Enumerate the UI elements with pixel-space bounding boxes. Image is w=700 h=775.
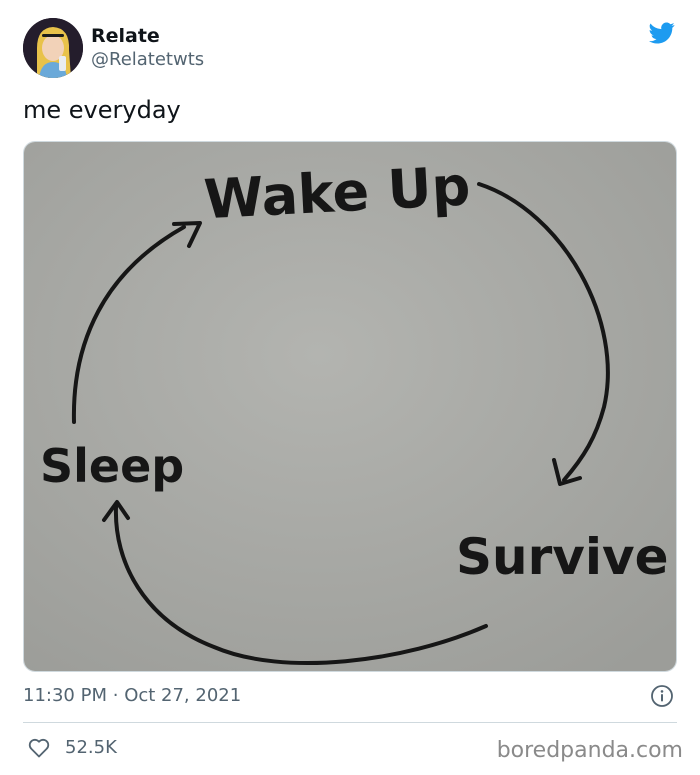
user-handle[interactable]: @Relatetwts bbox=[91, 49, 205, 70]
tweet-header: Relate @Relatetwts bbox=[23, 18, 204, 78]
avatar[interactable] bbox=[23, 18, 83, 78]
cycle-arrow-top-right bbox=[477, 182, 610, 482]
tweet-timestamp[interactable]: 11:30 PM · Oct 27, 2021 bbox=[23, 684, 241, 708]
display-name[interactable]: Relate bbox=[91, 25, 160, 47]
like-count[interactable]: 52.5K bbox=[65, 737, 117, 758]
twitter-bird-icon[interactable] bbox=[647, 20, 677, 46]
divider bbox=[23, 722, 677, 723]
sketch-image: Wake Up Survive Sleep bbox=[24, 142, 676, 671]
info-icon[interactable] bbox=[650, 684, 674, 708]
cycle-arrow-left bbox=[71, 225, 186, 424]
arrowhead-survive bbox=[552, 458, 582, 486]
avatar-icon bbox=[23, 18, 83, 78]
tweet-time[interactable]: 11:30 PM bbox=[23, 685, 107, 706]
cycle-arrow-bottom bbox=[113, 505, 488, 666]
tweet-date[interactable]: Oct 27, 2021 bbox=[124, 685, 242, 706]
tweet-image[interactable]: Wake Up Survive Sleep bbox=[23, 141, 677, 672]
tweet-text: me everyday bbox=[23, 96, 181, 124]
label-sleep: Sleep bbox=[40, 439, 184, 493]
label-wake-up: Wake Up bbox=[202, 154, 471, 231]
watermark: boredpanda.com bbox=[496, 738, 683, 763]
like-section[interactable]: 52.5K bbox=[27, 736, 117, 760]
arrowhead-wake bbox=[172, 221, 202, 248]
arrowhead-sleep bbox=[102, 500, 130, 522]
meta-separator: · bbox=[112, 685, 119, 706]
label-survive: Survive bbox=[456, 528, 669, 586]
heart-icon[interactable] bbox=[27, 736, 51, 760]
